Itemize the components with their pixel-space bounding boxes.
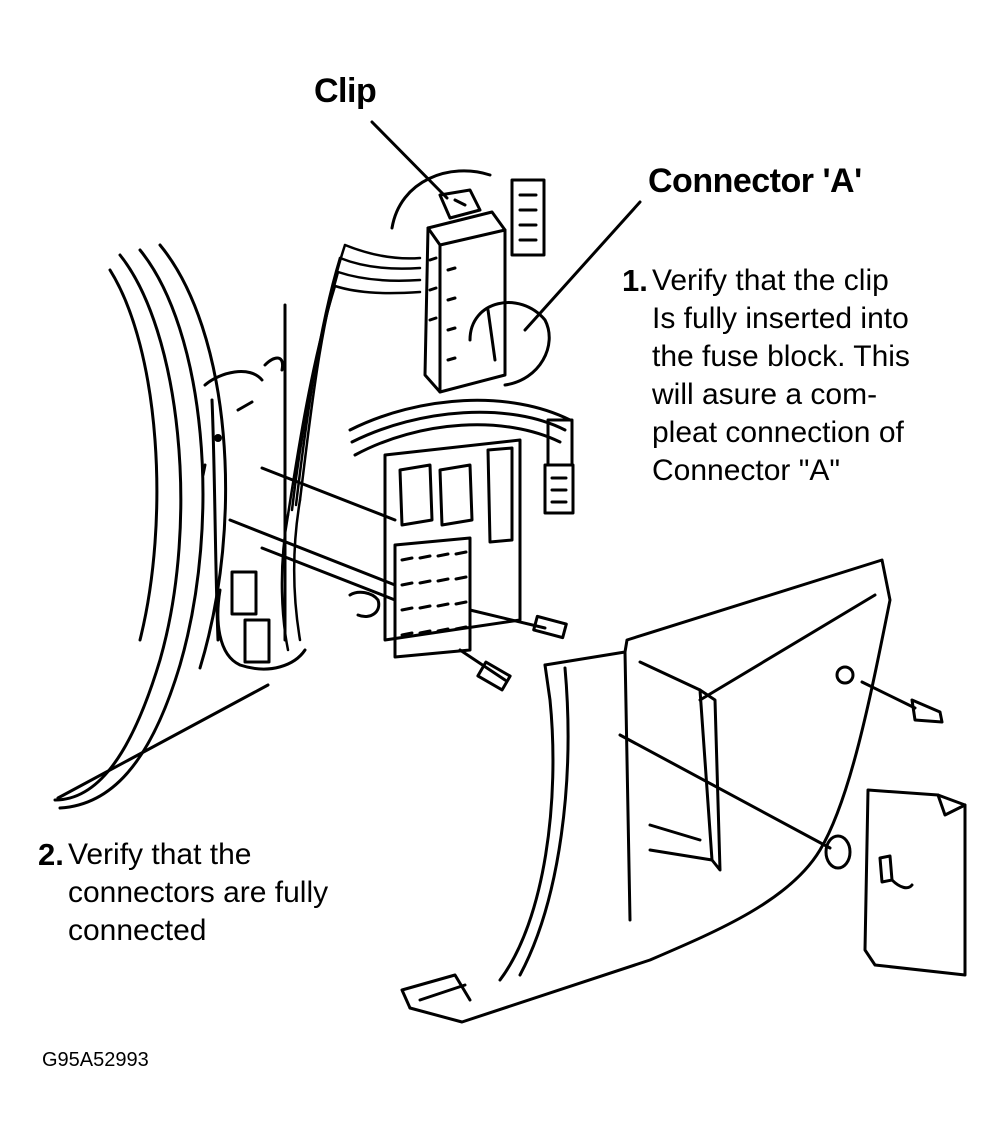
figure-id: G95A52993: [42, 1049, 149, 1071]
connector-a-module: [423, 210, 551, 394]
callout-leader-lines: [56, 120, 642, 800]
kick-panel-trim: [400, 558, 944, 1024]
note-2: 2. Verify that the connectors are fully …: [38, 836, 328, 950]
note-1-number: 1.: [622, 263, 648, 298]
note-1-line: Is fully inserted into: [652, 302, 909, 335]
body-pillar-drawing: [53, 243, 287, 810]
note-1-line: Connector "A": [652, 454, 841, 487]
cover-plate: [863, 788, 967, 977]
connector-a-callout-label: Connector 'A': [648, 162, 862, 200]
fuse-block-assembly: [228, 398, 575, 692]
note-2-number: 2.: [38, 837, 64, 872]
clip-callout-label: Clip: [314, 72, 377, 110]
note-2-line: connected: [68, 914, 207, 947]
lower-connectors: [216, 570, 381, 671]
note-1-line: Verify that the clip: [652, 264, 889, 297]
note-2-line: connectors are fully: [68, 876, 329, 909]
note-1-text: Verify that the clip Is fully inserted i…: [652, 262, 910, 490]
note-1-line: the fuse block. This: [652, 340, 910, 373]
note-1: 1. Verify that the clip Is fully inserte…: [622, 262, 910, 490]
note-1-line: pleat connection of: [652, 416, 904, 449]
wire-harness: [280, 243, 422, 652]
note-2-line: Verify that the: [68, 838, 252, 871]
note-1-line: will asure a com-: [652, 378, 878, 411]
note-2-text: Verify that the connectors are fully con…: [68, 836, 328, 950]
clip-detail: [390, 169, 546, 257]
